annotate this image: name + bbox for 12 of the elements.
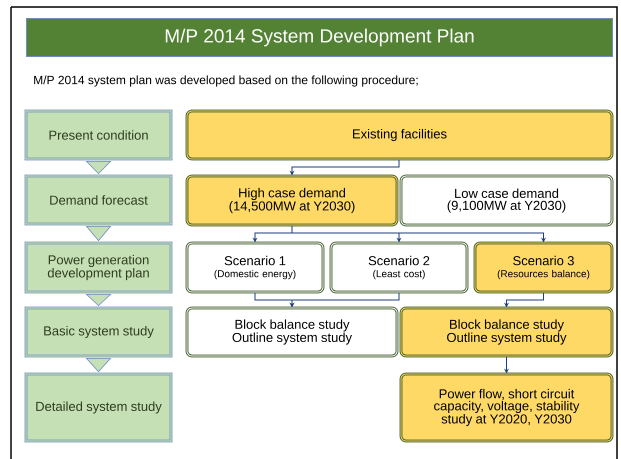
- highlighted-box: High case demand (14,500MW at Y2030): [186, 174, 398, 226]
- process-box: Scenario 2 (Least cost): [330, 242, 468, 294]
- process-box: Low case demand (9,100MW at Y2030): [400, 174, 614, 226]
- highlighted-box: Block balance study Outline system study: [400, 306, 614, 358]
- highlighted-box: Existing facilities: [186, 110, 614, 160]
- step-box: Detailed system study: [24, 372, 172, 442]
- highlighted-box: Power flow, short circuit capacity, voltage, stability study at Y2020, Y2030: [400, 372, 614, 442]
- highlighted-box: Scenario 3 (Resources balance): [474, 242, 614, 294]
- title-band: M/P 2014 System Development Plan: [26, 18, 613, 57]
- intro-text: M/P 2014 system plan was developed based on the following procedure;: [34, 75, 418, 87]
- process-box: Scenario 1 (Domestic energy): [186, 242, 324, 294]
- process-box: Block balance study Outline system study: [186, 306, 398, 358]
